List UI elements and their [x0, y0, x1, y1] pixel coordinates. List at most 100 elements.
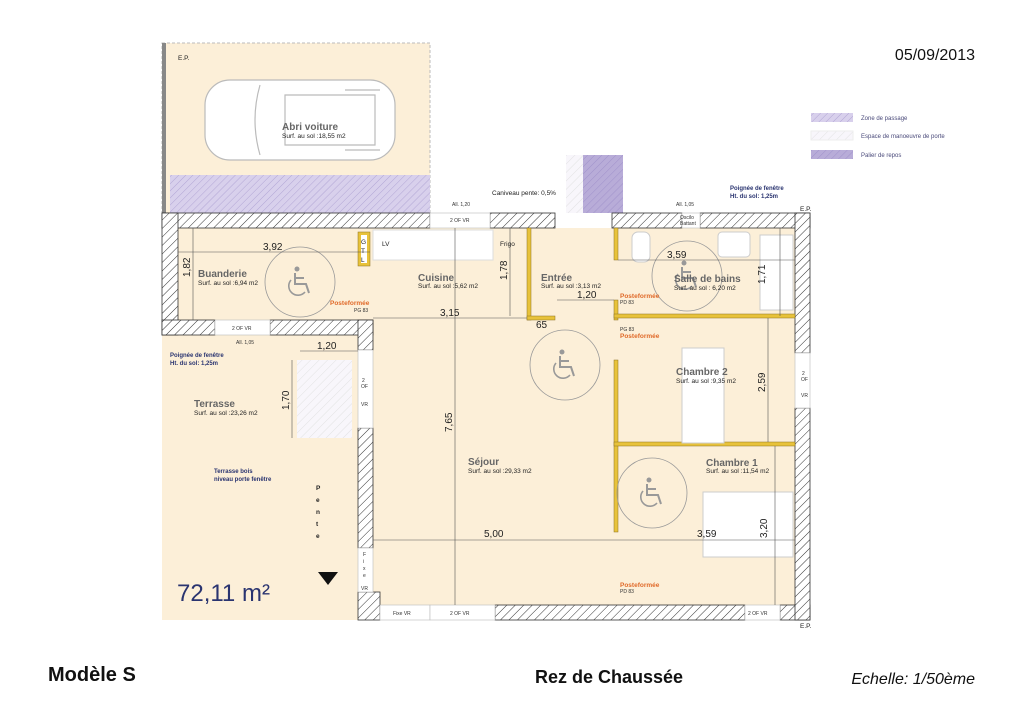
- windows-w_ch2_l2: OF: [801, 377, 808, 383]
- room-name-entree: Entrée: [541, 273, 573, 284]
- bathtub: [759, 234, 794, 311]
- room-surf-chambre1: Surf. au sol :11,54 m2: [706, 468, 769, 475]
- room-name-terrasse: Terrasse: [194, 399, 235, 410]
- windows-w_terr_l2: OF: [361, 384, 368, 390]
- dimensions-d765: 7,65: [444, 412, 455, 432]
- fixtures-gtl-2: L: [361, 257, 365, 264]
- total-area: 72,11 m²: [177, 580, 270, 607]
- room-surf-sejour: Surf. au sol :29,33 m2: [468, 468, 532, 475]
- dimensions-d392: 3,92: [263, 242, 283, 253]
- palier-repos: [583, 155, 623, 213]
- dimensions-d500: 5,00: [484, 529, 504, 540]
- windows-w_buand: 2 OF VR: [232, 326, 252, 332]
- room-labels: Abri voiture Surf. au sol :18,55 m2 Buan…: [194, 122, 769, 475]
- dimensions-d315: 3,15: [440, 308, 460, 319]
- slope-arrow-icon: [318, 572, 338, 585]
- notes-pd83: PD 83: [620, 589, 634, 595]
- windows-fixe_side-1: i: [363, 559, 364, 565]
- notes-poste: Posteformée: [620, 333, 660, 340]
- notes-pente-3: t: [316, 521, 319, 528]
- window-labels: All. 1,20 2 OF VR 2 OF VR All. 1,05 All.…: [232, 202, 808, 617]
- notes-ep: E.P.: [800, 623, 812, 630]
- toilet: [631, 231, 651, 263]
- legend-2-label: Palier de repos: [861, 153, 901, 159]
- notes-caniveau: Caniveau pente: 0,5%: [492, 190, 556, 197]
- room-surf-chambre2: Surf. au sol :9,35 m2: [676, 378, 736, 385]
- room-name-cuisine: Cuisine: [418, 273, 455, 284]
- dimensions-d65: 65: [536, 320, 548, 331]
- dimensions-d178: 1,78: [499, 260, 510, 280]
- bed-chambre2: [681, 347, 725, 444]
- windows-fixe_side_vr: VR: [361, 586, 368, 592]
- windows: [214, 212, 811, 621]
- dimensions-d171: 1,71: [757, 264, 768, 284]
- dimensions-d259: 2,59: [757, 372, 768, 392]
- bed-chambre1: [702, 491, 794, 558]
- notes-pd83: PD 83: [620, 300, 634, 306]
- room-name-buanderie: Buanderie: [198, 269, 247, 280]
- carport-post: [162, 43, 166, 213]
- windows-all105b: All. 1,05: [676, 202, 694, 208]
- legend-swatch-palier: [811, 150, 853, 159]
- notes-pente-1: e: [316, 497, 320, 504]
- notes-poignee2_l2: Ht. du sol: 1,25m: [170, 361, 218, 367]
- turning-circles: [264, 240, 723, 529]
- windows-fixe_side-3: e: [363, 573, 366, 579]
- legend-swatch-manoeuvre: [810, 130, 854, 141]
- windows-w_terr_l1: 2: [362, 378, 365, 384]
- room-surf-terrasse: Surf. au sol :23,26 m2: [194, 410, 258, 417]
- level-title: Rez de Chaussée: [535, 667, 683, 687]
- notes-terrasse_bois_l1: Terrasse bois: [214, 469, 253, 475]
- fixtures-lv: LV: [382, 241, 390, 248]
- dimensions-d182: 1,82: [182, 257, 193, 277]
- fixtures-frigo: Frigo: [500, 241, 515, 248]
- legend-1-label: Espace de manoeuvre de porte: [861, 134, 945, 140]
- sink: [717, 231, 751, 258]
- car-icon: [204, 79, 396, 161]
- windows-all120: All. 1,20: [452, 202, 470, 208]
- notes-pente-2: n: [316, 509, 320, 516]
- fixtures-gtl-1: T: [361, 248, 365, 255]
- notes-poignee1_l2: Ht. du sol: 1,25m: [730, 194, 778, 200]
- room-name-abri: Abri voiture: [282, 122, 339, 133]
- windows-all105a: All. 1,05: [236, 340, 254, 346]
- notes-pente-4: e: [316, 533, 320, 540]
- notes-poste: Posteformée: [620, 582, 660, 589]
- windows-w_bot2: 2 OF VR: [450, 611, 470, 617]
- windows-oscillo_l2: Battant: [680, 221, 696, 227]
- gtl-panel: [361, 235, 367, 263]
- windows-oscillo_l1: Oscilo: [680, 215, 694, 221]
- door-manoeuvre-space: [566, 155, 583, 213]
- windows-w_ch2_l1: 2: [802, 371, 805, 377]
- room-surf-cuisine: Surf. au sol :5,62 m2: [418, 283, 478, 290]
- fixture-labels: G T L LV Frigo: [361, 239, 515, 264]
- legend-swatch-passage: [811, 113, 853, 122]
- room-name-chambre2: Chambre 2: [676, 367, 728, 378]
- room-name-chambre1: Chambre 1: [706, 458, 758, 469]
- model-title: Modèle S: [48, 664, 136, 686]
- notes-poignee2_l1: Poignée de fenêtre: [170, 353, 224, 359]
- dimensions-d320: 3,20: [759, 518, 770, 538]
- exterior-walls: [161, 212, 811, 621]
- notes-pente-0: P: [316, 485, 321, 492]
- dimensions-d170: 1,70: [281, 390, 292, 410]
- notes-poignee1_l1: Poignée de fenêtre: [730, 186, 784, 192]
- dimensions-d359b: 3,59: [697, 529, 717, 540]
- kitchen-counter: [372, 229, 494, 261]
- room-surf-sdb: Surf. au sol : 6,20 m2: [674, 285, 736, 292]
- scale: Echelle: 1/50ème: [851, 671, 975, 688]
- legend-0-label: Zone de passage: [861, 116, 908, 122]
- dimensions-d120a: 1,20: [577, 290, 597, 301]
- windows-w_bot3: 2 OF VR: [748, 611, 768, 617]
- room-name-sdb: Salle de bains: [674, 274, 741, 285]
- dimensions-d359a: 3,59: [667, 250, 687, 261]
- room-surf-abri: Surf. au sol :18,55 m2: [282, 133, 346, 140]
- windows-fixe_side-2: x: [363, 566, 366, 572]
- notes-pg83: PG 83: [620, 327, 634, 333]
- notes-terrasse_bois_l2: niveau porte fenêtre: [214, 477, 272, 483]
- notes-pg83: PG 83: [354, 308, 368, 314]
- windows-w_ch2_l3: VR: [801, 393, 808, 399]
- notes-ep: E.P.: [800, 206, 812, 213]
- notes-poste: Posteformée: [620, 293, 660, 300]
